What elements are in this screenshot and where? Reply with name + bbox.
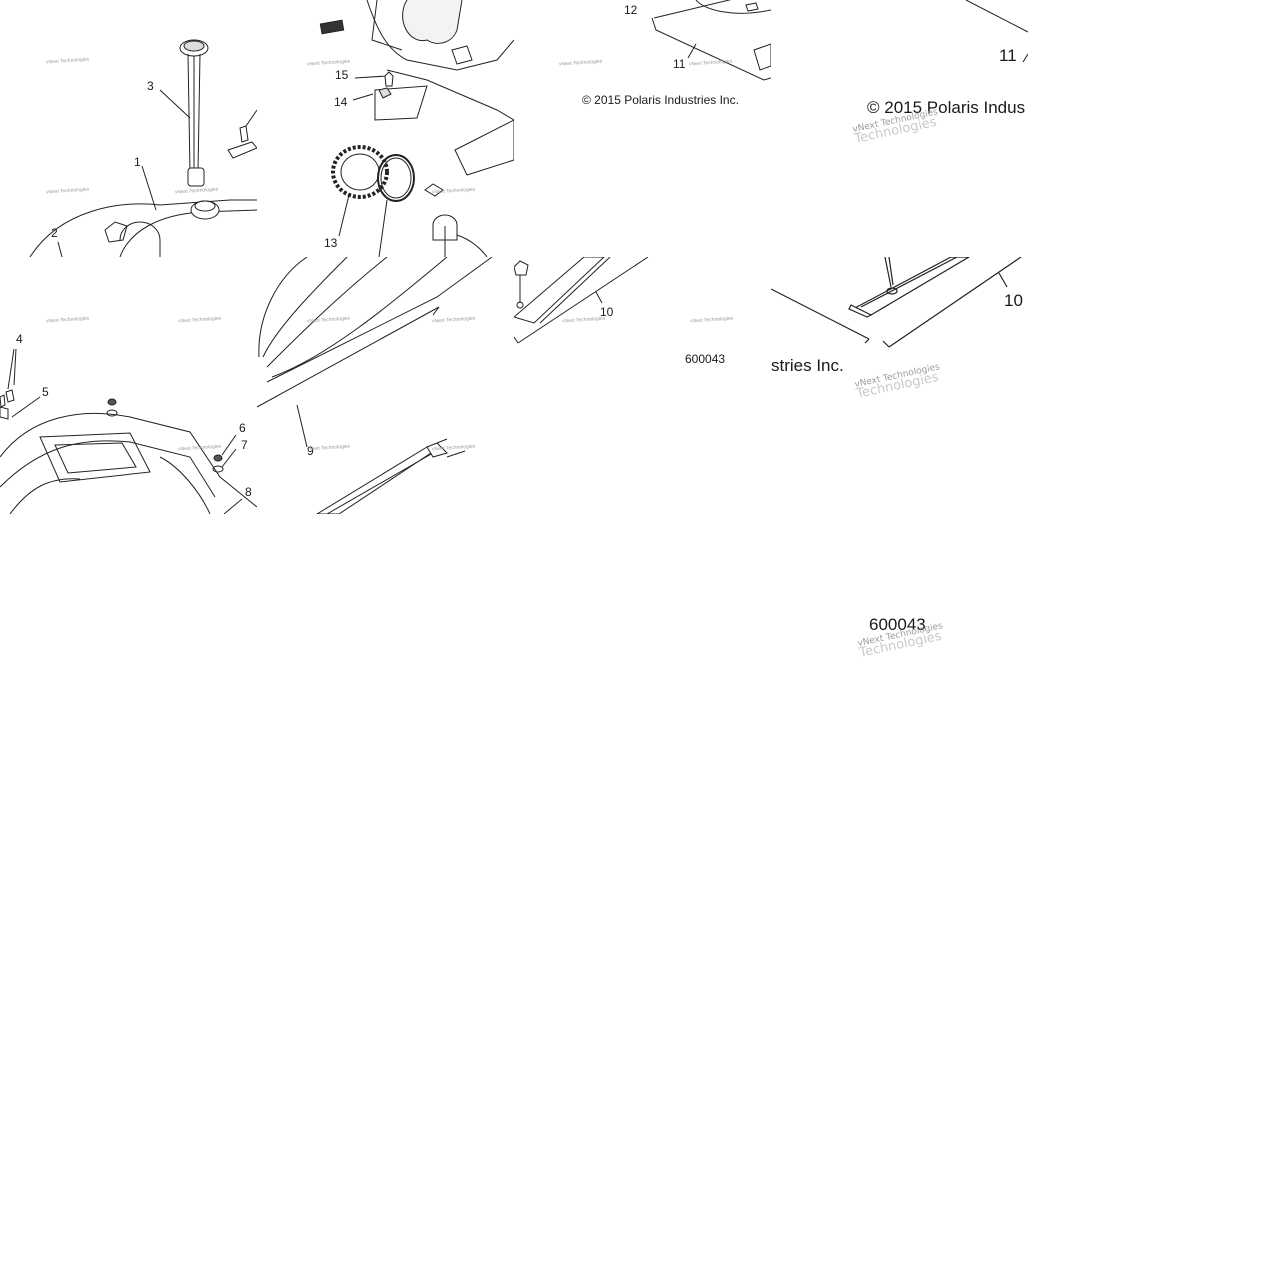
tile-rail-bottom: 10 600043 vNext Technologies vNext Techn… bbox=[514, 257, 771, 514]
callout-2: 2 bbox=[51, 226, 58, 240]
fuel-pump-drawing bbox=[319, 0, 514, 257]
callout-10: 10 bbox=[600, 305, 614, 319]
callout-13: 13 bbox=[324, 236, 338, 250]
rail-zoom-drawing bbox=[771, 257, 1022, 348]
callout-7: 7 bbox=[241, 438, 248, 452]
callout-3: 3 bbox=[147, 79, 154, 93]
copyright: © 2015 Polaris Industries Inc. bbox=[582, 93, 739, 107]
skid-plate-drawing bbox=[257, 257, 493, 514]
tile-fuel-sender: 3 1 2 vNext Technologies vNext Technolog… bbox=[0, 0, 257, 257]
callout-6: 6 bbox=[239, 421, 246, 435]
callout-15: 15 bbox=[335, 68, 349, 82]
fuel-sender-drawing bbox=[29, 39, 257, 257]
tile-rail-top: 12 11 © 2015 Polaris Industries Inc. vNe… bbox=[514, 0, 771, 257]
tile-tank-body: 4 5 6 7 8 vNext Technologies vNext Techn… bbox=[0, 257, 257, 514]
callout-11: 11 bbox=[673, 57, 686, 71]
callout-5: 5 bbox=[42, 385, 49, 399]
callout-4: 4 bbox=[16, 332, 23, 346]
callout-11-zoomed: 11 bbox=[999, 46, 1017, 65]
tile-copyright-zoom: 11 © 2015 Polaris Indus vNext Technologi… bbox=[771, 0, 1028, 257]
tile-skid-plate: 9 vNext Technologies vNext Technologies … bbox=[257, 257, 514, 514]
tile-rail-zoom: 10 stries Inc. vNext Technologies Techno… bbox=[771, 257, 1028, 514]
drawing-number-zoomed: 600043 bbox=[869, 615, 926, 634]
rail-edge-drawing bbox=[965, 0, 1028, 63]
callout-8: 8 bbox=[245, 485, 252, 499]
tile-fuel-pump: 15 14 13 vNext Technologies vNext Techno… bbox=[257, 0, 514, 257]
callout-1: 1 bbox=[134, 155, 141, 169]
lower-rail-drawing bbox=[514, 257, 649, 344]
callout-14: 14 bbox=[334, 95, 348, 109]
rail-drawing bbox=[651, 0, 771, 81]
copyright-tail: stries Inc. bbox=[771, 356, 844, 375]
tank-body-drawing bbox=[0, 348, 257, 514]
callout-12: 12 bbox=[624, 3, 638, 17]
callout-9: 9 bbox=[307, 444, 314, 458]
drawing-number: 600043 bbox=[685, 352, 726, 366]
callout-10-zoomed: 10 bbox=[1004, 291, 1023, 310]
copyright-zoomed: © 2015 Polaris Indus bbox=[867, 98, 1026, 117]
